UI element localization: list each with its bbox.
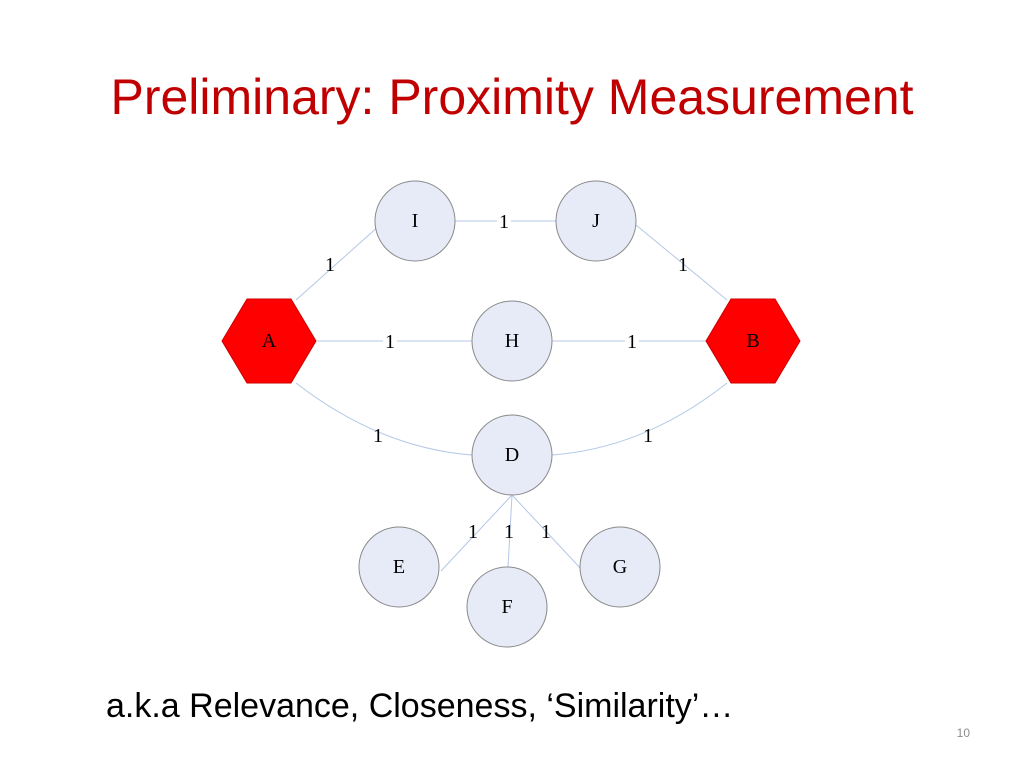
edge-weight-label: 1 [541,521,551,543]
edge-line [295,382,473,456]
edge-d-b: 1 [551,382,728,456]
edge-weight-label: 1 [468,521,478,543]
edge-line [551,382,728,456]
edge-label-background [625,330,639,354]
node-g: G [579,526,661,608]
edge-label-background [497,210,511,234]
node-label: G [613,556,627,578]
edge-d-e: 1 [440,494,513,572]
node-circle [555,180,637,262]
node-f: F [466,566,548,648]
node-circle [579,526,661,608]
nodes-layer: I J A H B D E F G [221,180,801,648]
edge-weight-label: 1 [499,211,509,233]
edge-weight-label: 1 [373,425,383,447]
node-label: B [746,330,759,352]
node-label: J [592,210,600,232]
node-d: D [471,414,553,496]
node-e: E [358,526,440,608]
node-label: D [505,444,519,466]
node-h: H [471,300,553,382]
edge-d-g: 1 [511,494,584,572]
node-label: H [505,330,519,352]
edge-a-d: 1 [295,382,473,456]
node-label: I [412,210,419,232]
edge-line [440,494,513,572]
slide-caption: a.k.a Relevance, Closeness, ‘Similarity’… [106,687,734,725]
edge-label-background [383,330,397,354]
node-label: E [393,556,405,578]
node-b: B [705,298,801,384]
edge-a-h: 1 [317,330,472,354]
node-a: A [221,298,317,384]
node-circle [374,180,456,262]
edge-h-b: 1 [552,330,707,354]
query-node-hexagon [221,298,317,384]
edge-weight-label: 1 [504,521,514,543]
edge-weight-label: 1 [678,254,688,276]
edge-weight-label: 1 [643,425,653,447]
node-circle [358,526,440,608]
query-node-hexagon [705,298,801,384]
slide-title: Preliminary: Proximity Measurement [110,69,914,125]
page-number: 10 [956,726,970,740]
edge-weight-label: 1 [385,331,395,353]
edge-a-i: 1 [295,224,381,301]
edge-i-j: 1 [455,210,556,234]
edge-line [507,494,513,568]
node-circle [471,300,553,382]
edge-line [295,224,381,301]
node-i: I [374,180,456,262]
edge-weight-label: 1 [627,331,637,353]
edge-line [635,224,728,301]
node-label: F [501,596,512,618]
edge-d-f: 1 [504,494,514,568]
edge-weight-label: 1 [325,254,335,276]
edge-j-b: 1 [635,224,728,301]
edges-layer: 1 1 1 1 1 1 1 1 1 1 [295,210,728,572]
node-circle [471,414,553,496]
node-circle [466,566,548,648]
edge-line [511,494,584,572]
node-label: A [262,330,277,352]
node-j: J [555,180,637,262]
